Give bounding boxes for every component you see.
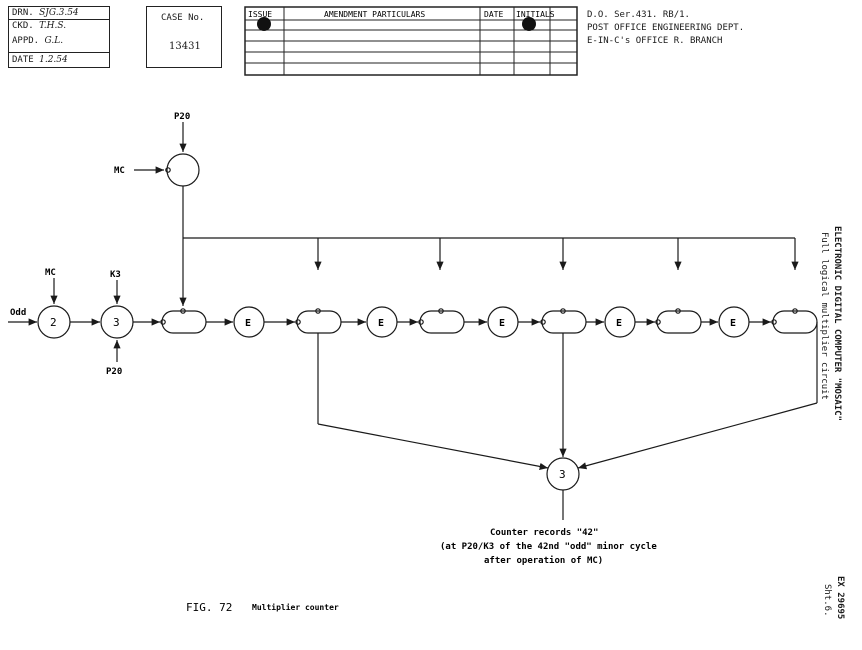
gate-2-label: 2 [50,316,57,329]
punch-hole [257,17,271,31]
label-p20-bottom: P20 [106,367,122,377]
inhibit-dot [560,308,566,314]
amendment-table: ISSUE AMENDMENT PARTICULARS DATE INITIAL… [244,6,578,76]
inhibit-dot [792,308,798,314]
inhibit-dot [295,319,301,325]
inhibit-dot [165,167,171,173]
delay-unit-1 [161,310,207,334]
label-mc-top: MC [114,166,125,176]
caption-line-2: (at P20/K3 of the 42nd "odd" minor cycle [440,541,657,552]
inhibit-dot [540,319,546,325]
label-p20-top: P20 [174,112,190,122]
inhibit-dot [675,308,681,314]
delay-unit-5 [656,310,702,334]
title-block: DRN. SJG.3.54 CKD. T.H.S. APPD. G.L. DAT… [8,6,110,68]
delay-unit-3 [419,310,465,334]
punch-hole [522,17,536,31]
inhibit-dot [771,319,777,325]
table-header-issue: ISSUE [248,10,272,19]
checked-label: CKD. [12,21,34,31]
case-box: CASE No. 13431 [146,6,222,68]
e-gate-3-label: E [499,318,505,329]
table-header-particulars: AMENDMENT PARTICULARS [324,10,425,19]
delay-unit-6 [772,310,818,334]
table-header-initials: INITIALS [516,10,555,19]
top-gate [166,153,200,187]
office-line-3: E-IN-C's OFFICE R. BRANCH [587,36,723,46]
office-line-1: D.O. Ser.431. RB/1. [587,10,690,20]
approved-label: APPD. [12,36,40,46]
delay-unit-4 [541,310,587,334]
e-gate-1-label: E [245,318,251,329]
drawn-label: DRN. [12,8,34,18]
e-gate-5-label: E [730,318,736,329]
e-gate-2-label: E [378,318,384,329]
case-label: CASE No. [161,13,205,23]
label-odd: Odd [10,308,26,318]
date-row: DATE 1.2.54 [9,53,109,67]
counter-gate-label: 3 [559,468,566,481]
inhibit-dot [438,308,444,314]
inhibit-dot [180,308,186,314]
inhibit-dot [418,319,424,325]
checked-signature: T.H.S. [39,21,67,31]
caption-line-3: after operation of MC) [484,555,603,566]
caption-line-1: Counter records "42" [490,528,598,538]
approved-signature: G.L. [44,36,64,46]
figure-number: FIG. 72 [186,601,232,614]
label-mc-left: MC [45,268,56,278]
inhibit-dot [160,319,166,325]
inhibit-dot [315,308,321,314]
delay-unit-2 [296,310,342,334]
case-number: 13431 [169,41,201,52]
figure-title: Multiplier counter [252,602,339,612]
label-k3: K3 [110,270,121,280]
checked-row: CKD. T.H.S. [9,20,109,32]
office-line-2: POST OFFICE ENGINEERING DEPT. [587,23,745,33]
date-value: 1.2.54 [39,55,68,65]
drawn-row: DRN. SJG.3.54 [9,7,109,20]
drawn-signature: SJG.3.54 [39,8,79,18]
table-header-date: DATE [484,10,503,19]
approved-row: APPD. G.L. [9,32,109,53]
delay-6-to-counter [577,402,818,470]
e-gate-4-label: E [616,318,622,329]
inhibit-dot [655,319,661,325]
gate-3-label: 3 [113,316,120,329]
date-label: DATE [12,55,34,65]
delay-2-to-counter [317,423,549,470]
